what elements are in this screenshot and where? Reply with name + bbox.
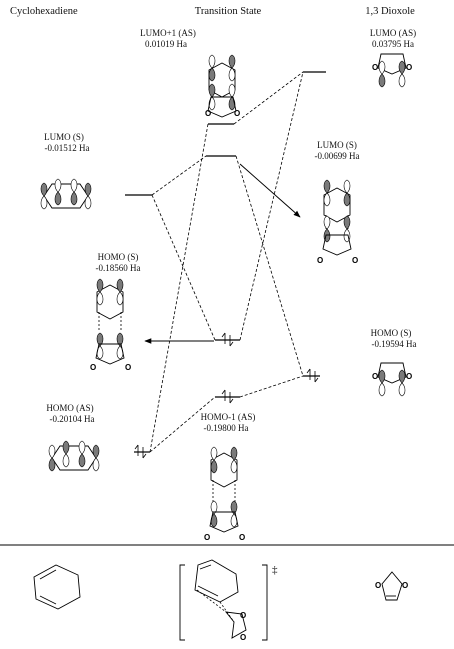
ts-homo-orbital-image: O O [90, 278, 131, 372]
oxygen-label: O [239, 533, 245, 542]
ts-lumo1-name: LUMO+1 (AS) [140, 28, 196, 38]
electron-pair-diox-homo [306, 368, 319, 383]
oxygen-label: O [234, 109, 240, 118]
oxygen-label: O [317, 256, 323, 265]
oxygen-label: O [375, 581, 381, 590]
ts-lumo1-orbital-image: O O [205, 54, 240, 118]
double-dagger-mark: ‡ [272, 564, 278, 576]
oxygen-label: O [406, 63, 412, 72]
ts-homo1-name: HOMO-1 (AS) [201, 412, 256, 422]
ts-homo-energy: -0.18560 Ha [96, 263, 141, 273]
oxygen-label: O [406, 372, 412, 381]
chd-lumo-name: LUMO (S) [44, 132, 84, 142]
arrow-to-ts-lumo-image [239, 163, 301, 218]
diox-lumo-name: LUMO (AS) [370, 28, 416, 38]
oxygen-label: O [125, 363, 131, 372]
oxygen-label: O [402, 581, 408, 590]
diox-lumo-energy: 0.03795 Ha [372, 39, 414, 49]
chd-lumo-orbital-image [40, 178, 92, 210]
cyclohexadiene-structure [33, 564, 81, 610]
ts-lumo-name: LUMO (S) [317, 140, 357, 150]
electron-pair-ts-homo1 [221, 389, 234, 404]
electron-pair-ts-homo [221, 332, 234, 347]
diox-lumo-orbital-image: O O [372, 53, 412, 88]
transition-state-structure: ‡ O O [179, 559, 278, 642]
oxygen-label: O [372, 372, 378, 381]
chd-homo-orbital-image [48, 440, 100, 472]
electron-pair-chd-homo [134, 444, 147, 459]
ts-lumo1-energy: 0.01019 Ha [145, 39, 187, 49]
oxygen-label: O [90, 363, 96, 372]
diox-homo-orbital-image: O O [372, 362, 412, 397]
ts-homo1-orbital-image: O O [204, 446, 245, 542]
chd-lumo-energy: -0.01512 Ha [45, 143, 90, 153]
col-header-dioxole: 1,3 Dioxole [365, 6, 415, 17]
oxygen-label: O [372, 63, 378, 72]
chd-homo-energy: -0.20104 Ha [50, 414, 95, 424]
ts-homo-name: HOMO (S) [98, 252, 139, 262]
correlation-lines [149, 71, 304, 453]
oxygen-label: O [240, 611, 246, 620]
ts-homo1-energy: -0.19800 Ha [204, 423, 249, 433]
oxygen-label: O [205, 109, 211, 118]
diox-homo-name: HOMO (S) [371, 328, 412, 338]
ts-lumo-energy: -0.00699 Ha [315, 151, 360, 161]
oxygen-label: O [204, 533, 210, 542]
oxygen-label: O [352, 256, 358, 265]
oxygen-label: O [240, 633, 246, 642]
col-header-transition-state: Transition State [195, 6, 262, 17]
dioxole-structure: O O [375, 571, 408, 601]
chd-homo-name: HOMO (AS) [46, 403, 93, 413]
diox-homo-energy: -0.19594 Ha [372, 339, 417, 349]
col-header-cyclohexadiene: Cyclohexadiene [10, 6, 78, 17]
ts-lumo-orbital-image: O O [317, 179, 358, 265]
